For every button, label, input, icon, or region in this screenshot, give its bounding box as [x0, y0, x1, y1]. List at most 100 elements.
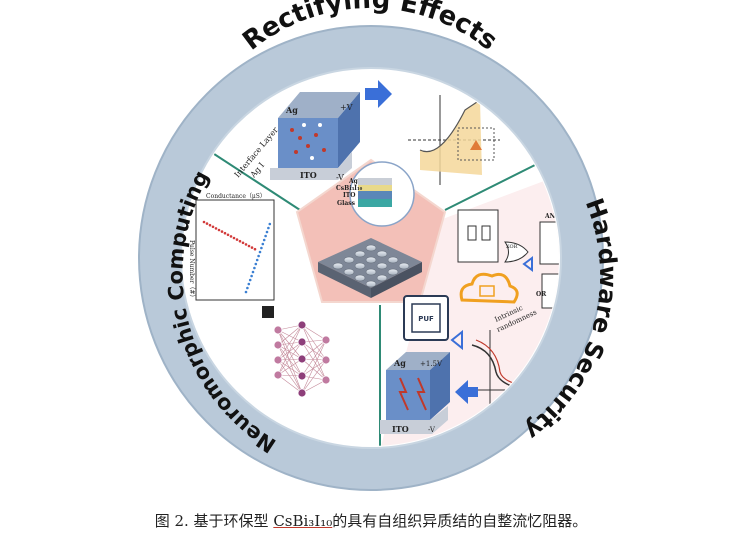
memristor-pad: [387, 268, 399, 276]
conductance-point-blue: [265, 230, 269, 234]
conductance-point-red: [229, 235, 233, 238]
sec-plus-v: +1.5V: [420, 360, 443, 368]
network-node: [273, 370, 283, 380]
caption-prefix: 图 2. 基于环保型: [154, 512, 274, 530]
memristor-pad: [343, 256, 355, 264]
conductance-point-red: [235, 238, 239, 241]
network-link: [301, 359, 327, 394]
memristor-array: [318, 238, 422, 298]
neuro-y-axis: Conductance（μS）: [206, 193, 266, 200]
rect-layer-top: Ag: [285, 105, 298, 115]
memristor-pad: [365, 256, 377, 264]
network-link: [301, 358, 327, 381]
network-node: [273, 340, 283, 350]
and-gate-label: AND: [544, 213, 560, 220]
stack-layer-0: Ag: [348, 178, 359, 185]
conductance-point-blue: [267, 226, 270, 230]
network-link: [277, 359, 303, 394]
network-node: [297, 337, 307, 347]
sec-layer-bottom: ITO: [392, 424, 409, 434]
network-link: [301, 341, 327, 361]
layer-stack: Ag CsBi₃I₁₀ ITO Glass: [336, 161, 415, 227]
network-link: [301, 339, 327, 360]
network-link: [277, 329, 303, 394]
stack-layer-2: ITO: [343, 192, 356, 199]
conductance-point-red: [241, 241, 245, 245]
memristor-pad: [343, 268, 355, 276]
network-link: [301, 379, 327, 394]
network-link: [277, 374, 303, 394]
network-link: [277, 344, 303, 360]
conductance-point-blue: [257, 254, 260, 258]
network-link: [301, 324, 327, 361]
memristor-pad: [332, 262, 344, 270]
xor-gate-label: XOR: [506, 244, 518, 250]
memristor-pad: [376, 250, 388, 258]
network-link: [301, 341, 327, 381]
conductance-point-blue: [258, 250, 262, 254]
conductance-point-blue: [254, 262, 258, 266]
network-node: [297, 320, 307, 330]
network-link: [277, 324, 303, 376]
conductance-point-red: [208, 223, 212, 227]
conductance-point-red: [247, 244, 251, 248]
memristor-pad: [365, 244, 377, 252]
conductance-point-red: [202, 220, 206, 224]
conductance-point-blue: [264, 234, 267, 238]
rect-minus-v: -V: [336, 173, 344, 182]
conductance-point-red: [232, 236, 236, 240]
network-link: [277, 359, 303, 377]
chevron-left-icon: [522, 256, 533, 272]
conductance-point-blue: [246, 286, 249, 290]
network-node: [297, 354, 307, 364]
puf-label: PUF: [418, 315, 434, 323]
conductance-point-red: [217, 228, 221, 232]
security-device: Ag +1.5V ITO -V: [380, 352, 450, 434]
conductance-point-blue: [260, 246, 263, 250]
conductance-point-blue: [251, 270, 255, 274]
network-node: [297, 388, 307, 398]
network-node: [273, 355, 283, 365]
conductance-point-red: [223, 231, 227, 235]
conductance-point-red: [214, 227, 218, 230]
network-node: [273, 325, 283, 335]
rect-layer-bottom: ITO: [300, 170, 317, 180]
memristor-pad: [387, 256, 399, 264]
conductance-point-red: [244, 243, 248, 246]
conductance-point-blue: [247, 282, 251, 286]
network-link: [277, 344, 303, 394]
puf-chip-icon: PUF: [403, 295, 449, 341]
network-node: [321, 335, 331, 345]
network-link: [301, 339, 327, 394]
conductance-point-blue: [268, 222, 272, 226]
network-link: [301, 324, 327, 381]
network-link: [277, 344, 303, 377]
conductance-point-red: [250, 246, 254, 249]
flow-arrow-icon-2: [455, 380, 478, 404]
stack-layer-1: CsBi₃I₁₀: [336, 185, 363, 192]
conductance-point-blue: [253, 266, 256, 270]
conductance-point-blue: [261, 242, 265, 246]
memristor-pad: [398, 262, 410, 270]
flow-arrow-icon: [365, 80, 392, 108]
network-link: [301, 359, 327, 377]
chevron-left-icon-2: [450, 329, 463, 351]
diagram-canvas: Rectifying Effects Hardware Security Neu…: [138, 0, 622, 491]
network-node: [297, 371, 307, 381]
cloud-lock-icon: [459, 272, 519, 304]
conductance-point-red: [220, 230, 224, 233]
conductance-point-blue: [250, 274, 253, 278]
network-link: [277, 341, 303, 361]
divider-top-left: [207, 149, 301, 211]
network-link: [277, 324, 303, 346]
conductance-point-red: [205, 222, 209, 225]
memristor-pad: [376, 274, 388, 282]
neuro-x-axis: Pulse Number（#）: [188, 240, 195, 300]
memristor-pad: [376, 262, 388, 270]
conductance-plot: Conductance（μS） Pulse Number（#）: [188, 193, 275, 301]
stack-layer-3: Glass: [337, 200, 356, 207]
conductance-point-red: [226, 233, 230, 237]
conductance-point-blue: [248, 278, 252, 282]
network-node: [321, 375, 331, 385]
network-node: [321, 355, 331, 365]
